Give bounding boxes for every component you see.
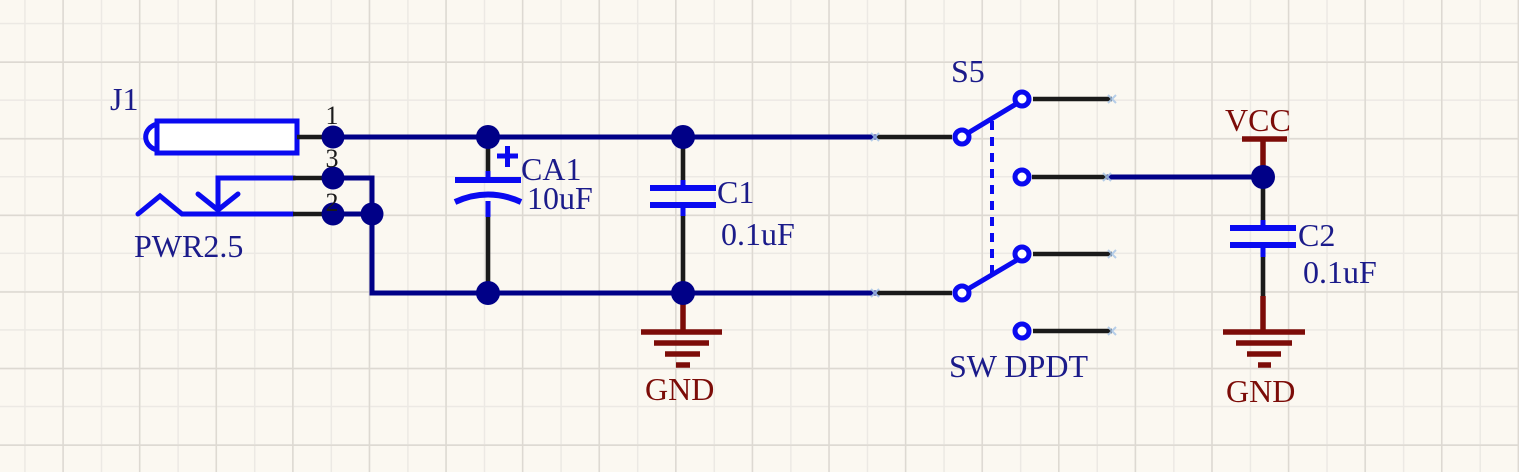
designator-c1[interactable]: C1 (717, 174, 755, 210)
designator-j1[interactable]: J1 (110, 81, 139, 117)
value-ca1[interactable]: 10uF (527, 180, 593, 216)
switch-terminal-t2[interactable] (1012, 167, 1032, 187)
power-label-gnd-right[interactable]: GND (1226, 373, 1296, 409)
power-label-gnd-left[interactable]: GND (645, 371, 715, 407)
switch-arm-bottom[interactable] (965, 257, 1020, 292)
junction-dot (671, 125, 695, 149)
value-c2[interactable]: 0.1uF (1303, 254, 1377, 290)
connector-j1-symbol[interactable] (135, 118, 333, 217)
capacitor-ca1-symbol[interactable] (453, 143, 523, 287)
comment-s5-type[interactable]: SW DPDT (949, 348, 1088, 384)
value-c1[interactable]: 0.1uF (721, 216, 795, 252)
switch-terminal-t1[interactable] (1012, 89, 1032, 109)
jack-barrel[interactable] (154, 118, 300, 156)
switch-s5-symbol[interactable] (952, 89, 1032, 341)
ca1-plate-curved[interactable] (453, 191, 523, 205)
jack-arrow[interactable] (195, 191, 241, 214)
switch-terminal-t4[interactable] (1012, 321, 1032, 341)
junction-dot (321, 125, 345, 149)
junction-dot (360, 202, 384, 226)
plus-sign[interactable] (497, 146, 518, 167)
designator-s5[interactable]: S5 (951, 53, 985, 89)
junction-dots (321, 125, 1275, 305)
pin-number-3: 3 (325, 144, 339, 173)
capacitor-c2-symbol[interactable] (1230, 183, 1296, 296)
gnd-symbol-right[interactable] (1223, 296, 1305, 368)
designator-c2[interactable]: C2 (1298, 217, 1336, 253)
switch-common-1[interactable] (952, 127, 972, 147)
power-label-vcc[interactable]: VCC (1225, 102, 1291, 138)
switch-arm-top[interactable] (965, 101, 1019, 136)
wire-segment[interactable] (330, 175, 880, 296)
junction-dot (321, 166, 345, 190)
junction-dot (476, 281, 500, 305)
junction-dot (321, 202, 345, 226)
jack-sleeve-contact[interactable] (135, 192, 296, 217)
switch-terminal-t3[interactable] (1012, 244, 1032, 264)
jack-switch-contact[interactable] (215, 175, 296, 210)
junction-dot (476, 125, 500, 149)
wire-end-markers (870, 94, 1117, 336)
junction-dot (1251, 165, 1275, 189)
capacitor-c1-symbol[interactable] (650, 143, 716, 287)
switch-stub-wires[interactable] (1033, 96, 1112, 334)
junction-dot (671, 281, 695, 305)
gnd-symbol-left[interactable] (641, 299, 722, 368)
net-ground-rail[interactable] (330, 175, 952, 296)
pin-number-2: 2 (325, 188, 339, 217)
designator-ca1[interactable]: CA1 (521, 151, 582, 187)
comment-j1-type[interactable]: PWR2.5 (134, 228, 244, 264)
pin-number-1: 1 (325, 101, 339, 130)
switch-common-2[interactable] (952, 283, 972, 303)
